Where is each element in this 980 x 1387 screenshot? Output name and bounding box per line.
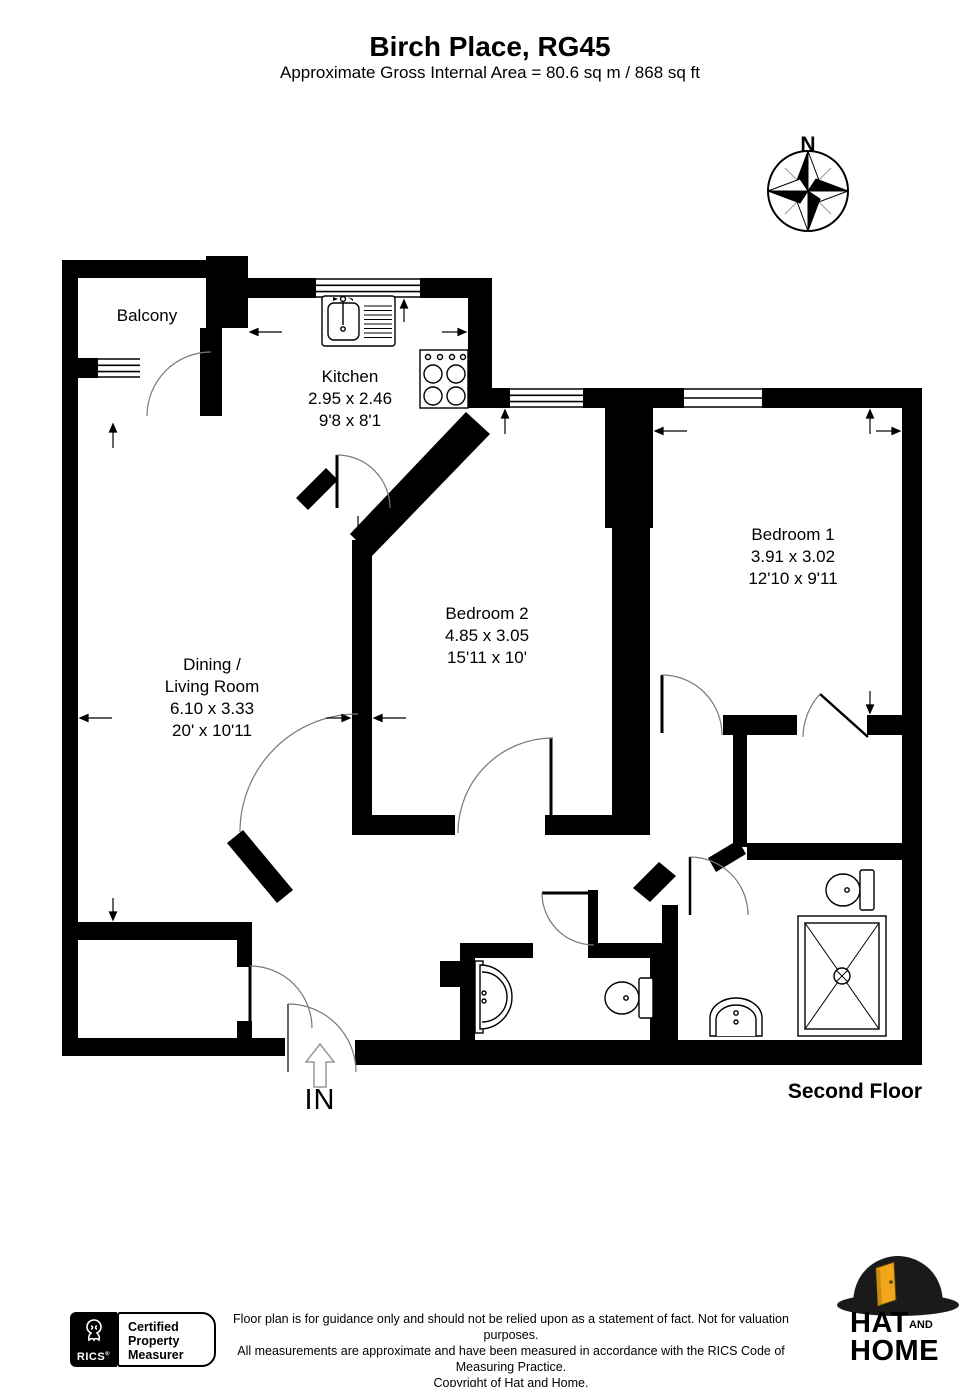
- balcony-window: [98, 358, 140, 378]
- front-door: [287, 1003, 357, 1073]
- room-dimensions-metric: 4.85 x 3.05: [444, 626, 530, 645]
- entrance-label: IN: [304, 1084, 336, 1116]
- certified-property-measurer-badge: Certified Property Measurer: [117, 1312, 216, 1367]
- measurement-arrows: [78, 298, 902, 922]
- room-dimensions-metric: 3.91 x 3.02: [750, 547, 836, 566]
- bedroom1-wardrobe-door: [802, 693, 869, 738]
- room-label-dining-living: Dining / Living Room 6.10 x 3.33 20' x 1…: [165, 654, 260, 742]
- balcony-door: [146, 351, 213, 417]
- room-dimensions-imperial: 15'11 x 10': [447, 648, 527, 667]
- ensuite-door: [688, 856, 749, 916]
- rics-lion-icon: [85, 1319, 102, 1342]
- disclaimer-line1: Floor plan is for guidance only and shou…: [233, 1312, 789, 1342]
- bedroom2-window: [510, 388, 583, 408]
- compass-icon: [767, 150, 849, 232]
- stove: [419, 349, 469, 409]
- kitchen-sink: [321, 295, 396, 347]
- ensuite-sink: [709, 997, 763, 1037]
- room-name: Kitchen: [321, 367, 379, 386]
- certification-line: Property: [128, 1334, 180, 1348]
- room-dimensions-metric: 6.10 x 3.33: [169, 699, 255, 718]
- page-subtitle: Approximate Gross Internal Area = 80.6 s…: [279, 63, 701, 82]
- hallway-door: [248, 965, 313, 1029]
- rics-logo-text: RICS®: [76, 1351, 111, 1363]
- registered-mark: ®: [105, 1351, 111, 1358]
- room-label-bedroom1: Bedroom 1 3.91 x 3.02 12'10 x 9'11: [748, 524, 837, 590]
- bowler-hat-icon: [837, 1256, 959, 1316]
- page-title: Birch Place, RG45: [369, 31, 611, 62]
- brand-word-hat: HAT: [850, 1307, 909, 1339]
- room-dimensions-imperial: 9'8 x 8'1: [318, 411, 382, 430]
- entrance-arrow-icon: [304, 1042, 336, 1088]
- kitchen-door: [335, 454, 391, 509]
- fixtures: [321, 295, 887, 1037]
- floor-label: Second Floor: [787, 1080, 922, 1103]
- bathroom-door: [541, 891, 595, 946]
- disclaimer: Floor plan is for guidance only and shou…: [230, 1311, 792, 1387]
- hat-and-home-logo: HATAND HOME: [836, 1248, 962, 1374]
- door-arcs: [146, 351, 869, 1073]
- room-name: Bedroom 1: [751, 525, 835, 544]
- brand-word-home: HOME: [850, 1335, 939, 1367]
- room-dimensions-imperial: 20' x 10'11: [172, 721, 252, 740]
- shower: [797, 915, 887, 1037]
- certification-line: Certified: [128, 1320, 179, 1334]
- bedroom2-door: [457, 737, 554, 834]
- dining-door: [239, 713, 359, 833]
- rics-logo: RICS®: [70, 1312, 117, 1367]
- room-name: Bedroom 2: [445, 604, 529, 623]
- bedroom1-door: [660, 674, 723, 736]
- bathroom-sink: [474, 960, 513, 1034]
- brand-word-and: AND: [908, 1319, 933, 1331]
- room-name: Balcony: [116, 306, 178, 325]
- room-dimensions-imperial: 12'10 x 9'11: [748, 569, 838, 588]
- room-name-line1: Dining /: [183, 655, 241, 674]
- ensuite-toilet: [825, 869, 875, 911]
- bedroom1-window: [684, 388, 762, 408]
- room-name-line2: Living Room: [164, 677, 260, 696]
- hat-and-home-wordmark: HATAND HOME: [850, 1307, 939, 1367]
- walls: [62, 256, 922, 1065]
- kitchen-window: [316, 278, 420, 298]
- room-label-kitchen: Kitchen 2.95 x 2.46 9'8 x 8'1: [308, 366, 392, 432]
- room-label-balcony: Balcony: [117, 305, 177, 327]
- room-dimensions-metric: 2.95 x 2.46: [307, 389, 393, 408]
- disclaimer-line3: Copyright of Hat and Home.: [433, 1376, 589, 1387]
- compass-north-label: N: [800, 133, 816, 156]
- bathroom-toilet: [604, 977, 654, 1019]
- windows: [98, 278, 762, 408]
- certification-line: Measurer: [128, 1348, 184, 1362]
- disclaimer-line2: All measurements are approximate and hav…: [237, 1344, 785, 1374]
- room-label-bedroom2: Bedroom 2 4.85 x 3.05 15'11 x 10': [445, 603, 529, 669]
